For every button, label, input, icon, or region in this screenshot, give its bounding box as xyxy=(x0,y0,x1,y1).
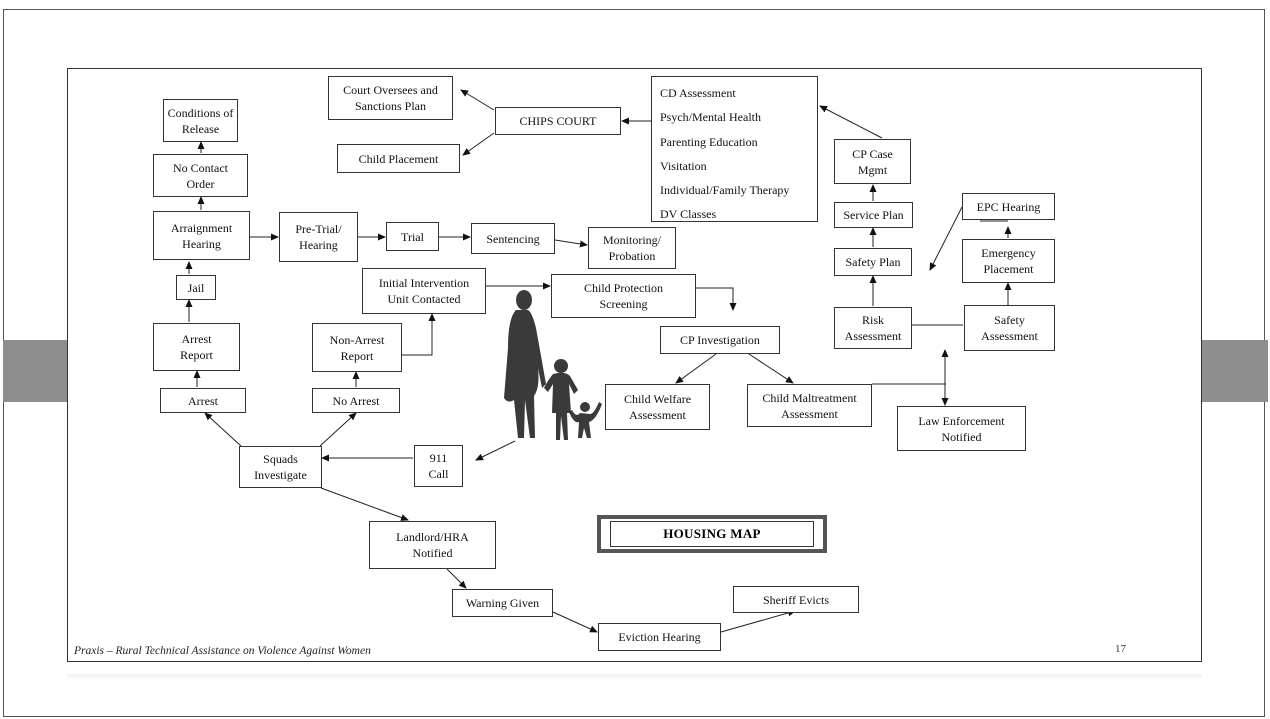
court-oversees-node: Court Oversees and Sanctions Plan xyxy=(328,76,453,120)
cd-service-item: DV Classes xyxy=(660,207,717,222)
safety-assessment-node: Safety Assessment xyxy=(964,305,1055,351)
squads-investigate-node: Squads Investigate xyxy=(239,446,322,488)
housing-map-title: HOUSING MAP xyxy=(597,515,827,553)
warning-given-node: Warning Given xyxy=(452,589,553,617)
cd-service-item: Psych/Mental Health xyxy=(660,110,761,125)
cd-service-item: Individual/Family Therapy xyxy=(660,183,790,198)
arrest-node: Arrest xyxy=(160,388,246,413)
arrest-report-node: Arrest Report xyxy=(153,323,240,371)
non-arrest-report-node: Non-Arrest Report xyxy=(312,323,402,372)
epc-hearing-node: EPC Hearing xyxy=(962,193,1055,220)
cd-services-list: CD Assessment Psych/Mental Health Parent… xyxy=(651,76,818,222)
no-arrest-node: No Arrest xyxy=(312,388,400,413)
service-plan-node: Service Plan xyxy=(834,202,913,228)
no-contact-order-node: No Contact Order xyxy=(153,154,248,197)
cd-service-item: Parenting Education xyxy=(660,134,758,149)
chips-court-node: CHIPS COURT xyxy=(495,107,621,135)
initial-intervention-node: Initial Intervention Unit Contacted xyxy=(362,268,486,314)
sheriff-evicts-node: Sheriff Evicts xyxy=(733,586,859,613)
page-number: 17 xyxy=(1115,643,1126,655)
child-placement-node: Child Placement xyxy=(337,144,460,173)
cd-service-item: Visitation xyxy=(660,158,707,173)
child-maltreatment-assessment-node: Child Maltreatment Assessment xyxy=(747,384,872,427)
cp-investigation-node: CP Investigation xyxy=(660,326,780,354)
safety-plan-node: Safety Plan xyxy=(834,248,912,276)
housing-map-slide xyxy=(67,68,1202,662)
risk-assessment-node: Risk Assessment xyxy=(834,307,912,349)
right-tab xyxy=(1193,340,1268,402)
call-911-node: 911 Call xyxy=(414,445,463,487)
law-enforcement-notified-node: Law Enforcement Notified xyxy=(897,406,1026,451)
mother-and-children-silhouette-icon xyxy=(504,290,602,440)
eviction-hearing-node: Eviction Hearing xyxy=(598,623,721,651)
landlord-hra-notified-node: Landlord/HRA Notified xyxy=(369,521,496,569)
footer-credit: Praxis – Rural Technical Assistance on V… xyxy=(74,645,371,657)
emergency-placement-node: Emergency Placement xyxy=(962,239,1055,283)
conditions-of-release-node: Conditions of Release xyxy=(163,99,238,142)
pretrial-hearing-node: Pre-Trial/ Hearing xyxy=(279,212,358,262)
jail-node: Jail xyxy=(176,275,216,300)
cp-case-mgmt-node: CP Case Mgmt xyxy=(834,139,911,184)
child-welfare-assessment-node: Child Welfare Assessment xyxy=(605,384,710,430)
housing-map-title-text: HOUSING MAP xyxy=(610,521,814,547)
monitoring-probation-node: Monitoring/ Probation xyxy=(588,227,676,269)
trial-node: Trial xyxy=(386,222,439,251)
arraignment-hearing-node: Arraignment Hearing xyxy=(153,211,250,260)
slide-shadow xyxy=(67,674,1202,680)
child-protection-screening-node: Child Protection Screening xyxy=(551,274,696,318)
cd-service-item: CD Assessment xyxy=(660,86,736,100)
sentencing-node: Sentencing xyxy=(471,223,555,254)
